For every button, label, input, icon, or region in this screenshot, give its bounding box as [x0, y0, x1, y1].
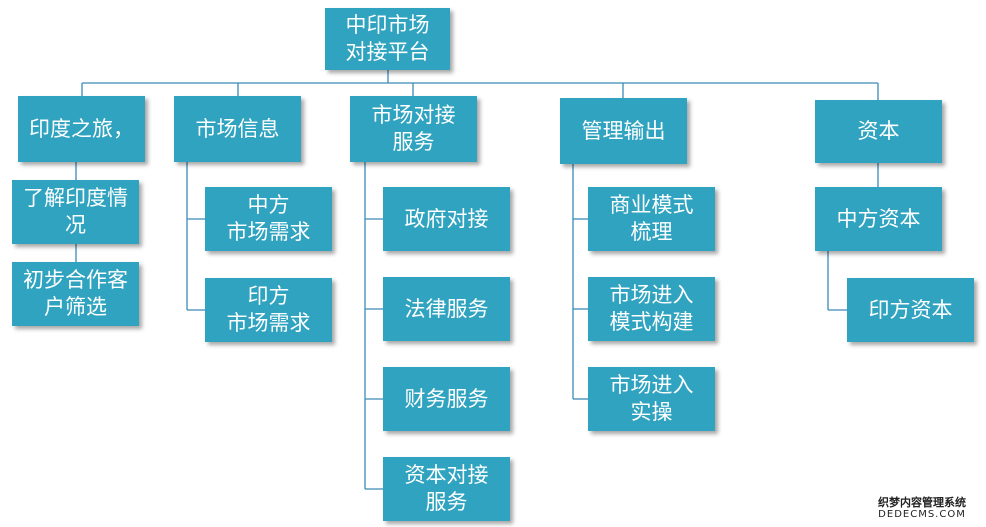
- node-label-line: 市场信息: [195, 116, 280, 141]
- node-label: 商业模式梳理: [610, 192, 694, 246]
- node-label-line: 印度之旅，: [29, 116, 134, 141]
- node-label-line: 政府对接: [404, 206, 489, 231]
- branch-management-output: 管理输出: [560, 98, 687, 164]
- branch-market-matching-service: 市场对接服务: [350, 96, 477, 162]
- node-label: 政府对接: [405, 206, 489, 233]
- node-label-line: 法律服务: [404, 296, 489, 321]
- node-understand-india: 了解印度情况: [12, 180, 139, 244]
- node-label-line: 中印市场: [345, 13, 430, 37]
- node-legal-service: 法律服务: [383, 277, 510, 341]
- node-label-line: 实操: [630, 400, 673, 424]
- node-label: 印方市场需求: [227, 283, 311, 337]
- node-label-line: 户筛选: [44, 295, 107, 319]
- node-label-line: 印方资本: [868, 297, 953, 322]
- watermark-line1: 织梦内容管理系统: [878, 496, 966, 509]
- node-label: 财务服务: [405, 386, 489, 413]
- node-label-line: 管理输出: [581, 118, 666, 143]
- node-label: 中印市场对接平台: [346, 12, 430, 66]
- node-label-line: 商业模式: [609, 193, 694, 217]
- node-label: 中方资本: [837, 206, 921, 233]
- node-label: 初步合作客户筛选: [23, 267, 128, 321]
- node-market-entry-model: 市场进入模式构建: [588, 277, 715, 341]
- node-label: 市场进入模式构建: [610, 282, 694, 336]
- node-china-capital: 中方资本: [815, 187, 942, 251]
- node-china-market-demand: 中方市场需求: [205, 187, 332, 251]
- node-label: 管理输出: [582, 118, 666, 145]
- node-india-market-demand: 印方市场需求: [205, 278, 332, 342]
- node-client-screening: 初步合作客户筛选: [12, 262, 139, 326]
- branch-market-info: 市场信息: [174, 96, 301, 162]
- node-label-line: 市场对接: [371, 103, 456, 127]
- node-label-line: 资本: [857, 119, 900, 143]
- node-label-line: 中方资本: [836, 206, 921, 231]
- node-business-model-review: 商业模式梳理: [588, 187, 715, 251]
- node-label-line: 市场需求: [226, 311, 311, 335]
- node-label: 市场进入实操: [610, 372, 694, 426]
- node-label-line: 初步合作客: [23, 268, 128, 292]
- node-label-line: 模式构建: [609, 310, 694, 334]
- node-label-line: 梳理: [630, 220, 673, 244]
- node-government-liaison: 政府对接: [383, 187, 510, 251]
- watermark-line2: DEDECMS.COM: [878, 509, 966, 520]
- node-label-line: 服务: [425, 490, 468, 514]
- node-capital-matching-service: 资本对接服务: [383, 457, 510, 521]
- branch-india-trip: 印度之旅，: [18, 96, 145, 162]
- node-label-line: 对接平台: [345, 40, 430, 64]
- node-market-entry-practice: 市场进入实操: [588, 367, 715, 431]
- node-financial-service: 财务服务: [383, 367, 510, 431]
- node-label: 市场对接服务: [372, 102, 456, 156]
- node-india-capital: 印方资本: [847, 278, 974, 342]
- node-label-line: 市场进入: [609, 373, 694, 397]
- node-label: 资本: [858, 118, 900, 145]
- node-label-line: 况: [65, 213, 86, 237]
- node-label: 印度之旅，: [29, 116, 134, 143]
- node-label: 中方市场需求: [227, 192, 311, 246]
- node-label: 法律服务: [405, 296, 489, 323]
- node-label-line: 中方: [247, 193, 290, 217]
- watermark: 织梦内容管理系统 DEDECMS.COM: [866, 496, 978, 521]
- node-label-line: 市场需求: [226, 220, 311, 244]
- branch-capital: 资本: [815, 100, 942, 163]
- node-label-line: 了解印度情: [23, 186, 128, 210]
- node-label-line: 资本对接: [404, 463, 489, 487]
- node-label-line: 服务: [392, 130, 435, 154]
- root-node: 中印市场对接平台: [325, 8, 450, 70]
- node-label: 市场信息: [196, 116, 280, 143]
- node-label-line: 印方: [247, 284, 290, 308]
- node-label: 资本对接服务: [405, 462, 489, 516]
- node-label: 印方资本: [869, 297, 953, 324]
- node-label-line: 财务服务: [404, 386, 489, 411]
- node-label-line: 市场进入: [609, 283, 694, 307]
- node-label: 了解印度情况: [23, 185, 128, 239]
